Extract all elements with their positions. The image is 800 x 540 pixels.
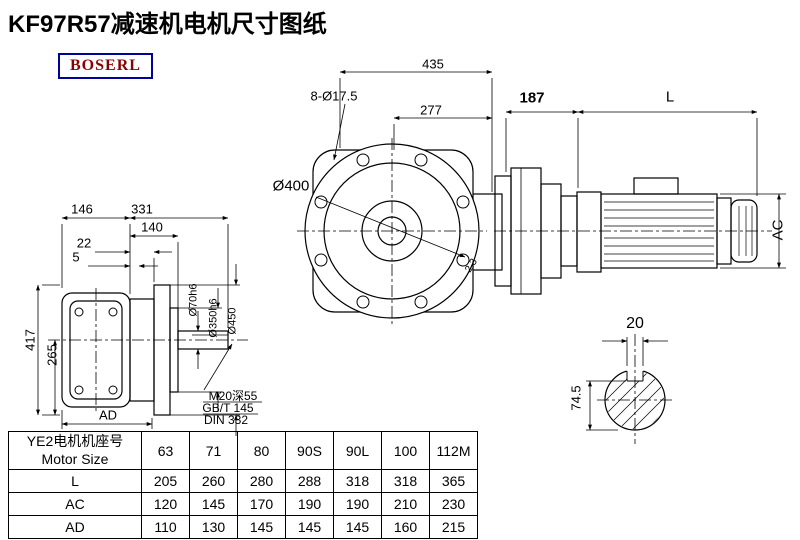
table-cell: 190 bbox=[333, 492, 382, 516]
table-cell: 130 bbox=[189, 515, 238, 539]
dim-435: 435 bbox=[422, 56, 444, 72]
table-cell: 145 bbox=[189, 492, 238, 516]
note-gb-standard: GB/T 145 bbox=[202, 401, 254, 415]
dim-146: 146 bbox=[71, 201, 93, 217]
table-row-AC: AC 120 145 170 190 190 210 230 bbox=[8, 492, 478, 516]
note-tapped-hole: M20深55 bbox=[208, 389, 258, 403]
dim-flange-diameter: Ø400 bbox=[272, 177, 310, 195]
brand-logo: BOSERL bbox=[58, 53, 153, 79]
page-title: KF97R57减速机电机尺寸图纸 bbox=[8, 11, 327, 38]
table-header-row: YE2电机机座号 Motor Size 63 71 80 90S 90L 100… bbox=[8, 431, 478, 470]
note-din-standard: DIN 332 bbox=[203, 413, 249, 427]
table-cell: 190 bbox=[285, 492, 334, 516]
table-cell: 170 bbox=[237, 492, 286, 516]
header-line-en: Motor Size bbox=[41, 450, 109, 467]
dim-motor-AC: AC bbox=[769, 219, 787, 241]
table-cell: 145 bbox=[237, 515, 286, 539]
dim-motor-length-L: L bbox=[665, 88, 675, 106]
dim-417: 417 bbox=[22, 329, 38, 351]
table-cell: 260 bbox=[189, 469, 238, 493]
dim-331: 331 bbox=[131, 201, 153, 217]
table-cell: 230 bbox=[429, 492, 478, 516]
front-view bbox=[297, 138, 503, 326]
table-header-motor-size: YE2电机机座号 Motor Size bbox=[8, 431, 142, 470]
table-cell: 210 bbox=[381, 492, 430, 516]
table-cell: 205 bbox=[141, 469, 190, 493]
table-row-L: L 205 260 280 288 318 318 365 bbox=[8, 469, 478, 493]
reducer-side-view bbox=[48, 284, 262, 416]
table-cell: 318 bbox=[381, 469, 430, 493]
table-cell: 110 bbox=[141, 515, 190, 539]
table-cell: 215 bbox=[429, 515, 478, 539]
table-cell: 280 bbox=[237, 469, 286, 493]
dim-bolt-holes: 8-Ø17.5 bbox=[310, 88, 358, 104]
dim-277: 277 bbox=[420, 102, 442, 118]
dim-140: 140 bbox=[141, 219, 163, 235]
col-header: 63 bbox=[141, 431, 190, 470]
col-header: 100 bbox=[381, 431, 430, 470]
dim-pilot-diameter: Ø350h6 bbox=[207, 298, 220, 338]
dim-flange-od: Ø450 bbox=[226, 307, 239, 335]
motor-size-table: YE2电机机座号 Motor Size 63 71 80 90S 90L 100… bbox=[8, 431, 478, 539]
table-cell: 120 bbox=[141, 492, 190, 516]
col-header: 71 bbox=[189, 431, 238, 470]
dimension-lines bbox=[36, 70, 786, 436]
table-row-AD: AD 110 130 145 145 145 160 215 bbox=[8, 515, 478, 539]
table-cell: 288 bbox=[285, 469, 334, 493]
motor-side-view bbox=[494, 167, 772, 295]
col-header: 90L bbox=[333, 431, 382, 470]
header-line-cn: YE2电机机座号 bbox=[26, 433, 124, 449]
col-header: 80 bbox=[237, 431, 286, 470]
col-header: 90S bbox=[285, 431, 334, 470]
dim-22: 22 bbox=[76, 235, 92, 251]
dim-keyway-width: 20 bbox=[626, 315, 644, 332]
table-cell: 145 bbox=[333, 515, 382, 539]
dim-AD: AD bbox=[98, 407, 118, 423]
dim-keyway-height: 74.5 bbox=[568, 385, 584, 411]
row-label: AC bbox=[8, 492, 142, 516]
dim-5: 5 bbox=[72, 249, 80, 265]
dim-265: 265 bbox=[44, 344, 60, 366]
row-label: L bbox=[8, 469, 142, 493]
row-label: AD bbox=[8, 515, 142, 539]
col-header: 112M bbox=[429, 431, 478, 470]
table-cell: 145 bbox=[285, 515, 334, 539]
dim-shaft-diameter: Ø70h6 bbox=[187, 283, 200, 317]
table-cell: 318 bbox=[333, 469, 382, 493]
dim-187: 187 bbox=[519, 89, 545, 107]
table-cell: 365 bbox=[429, 469, 478, 493]
table-cell: 160 bbox=[381, 515, 430, 539]
